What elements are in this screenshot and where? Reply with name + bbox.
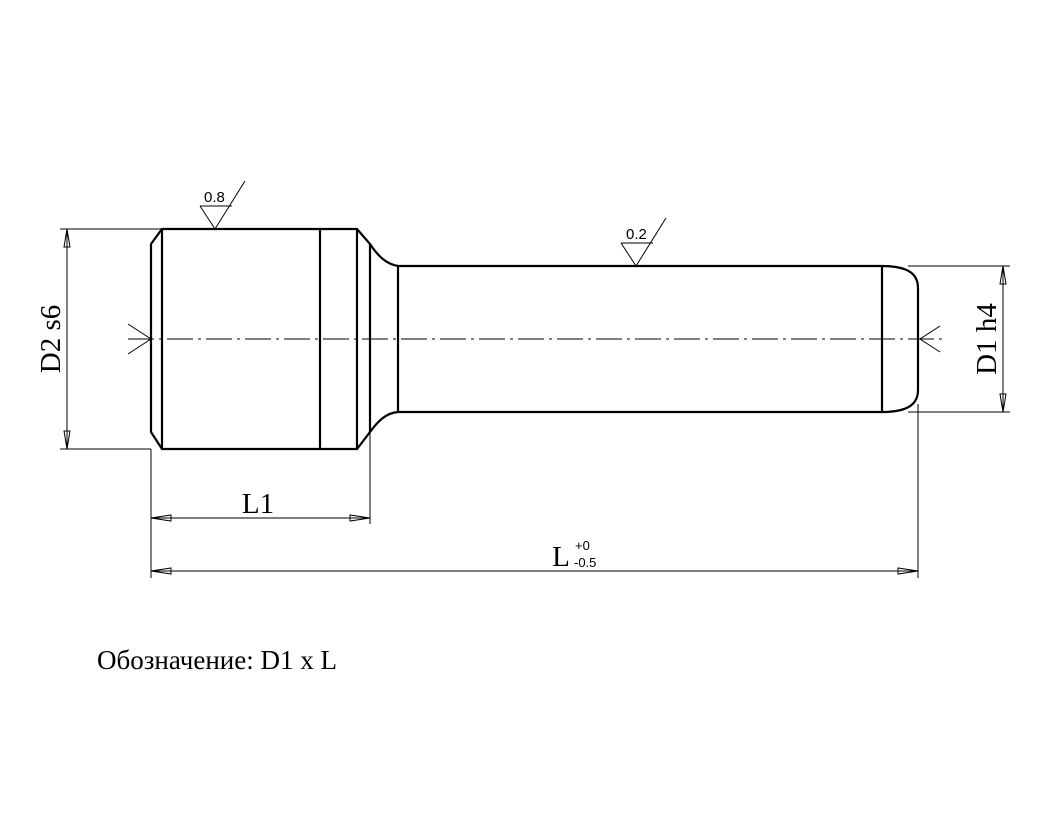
d2-label: D2 s6 [35, 305, 67, 373]
l1-label: L1 [242, 488, 274, 520]
l-tolerance-lower: -0.5 [574, 555, 596, 570]
roughness-head-value: 0.8 [204, 189, 225, 206]
dimension-d2: D2 s6 [35, 228, 162, 450]
dimension-l: L +0 -0.5 [150, 404, 919, 578]
roughness-symbol-shank: 0.2 [620, 217, 667, 267]
dimension-d1: D1 h4 [908, 265, 1010, 413]
pin-head [149, 227, 372, 451]
dimension-l1: L1 [150, 432, 371, 578]
center-marks [127, 323, 941, 355]
l-tolerance-upper: +0 [575, 538, 590, 553]
designation-caption: Обозначение: D1 x L [97, 645, 337, 675]
pin-neck [369, 243, 399, 433]
roughness-shank-value: 0.2 [626, 226, 647, 243]
d1-label: D1 h4 [971, 303, 1003, 375]
roughness-symbol-head: 0.8 [199, 180, 246, 230]
l-label: L [552, 541, 570, 573]
